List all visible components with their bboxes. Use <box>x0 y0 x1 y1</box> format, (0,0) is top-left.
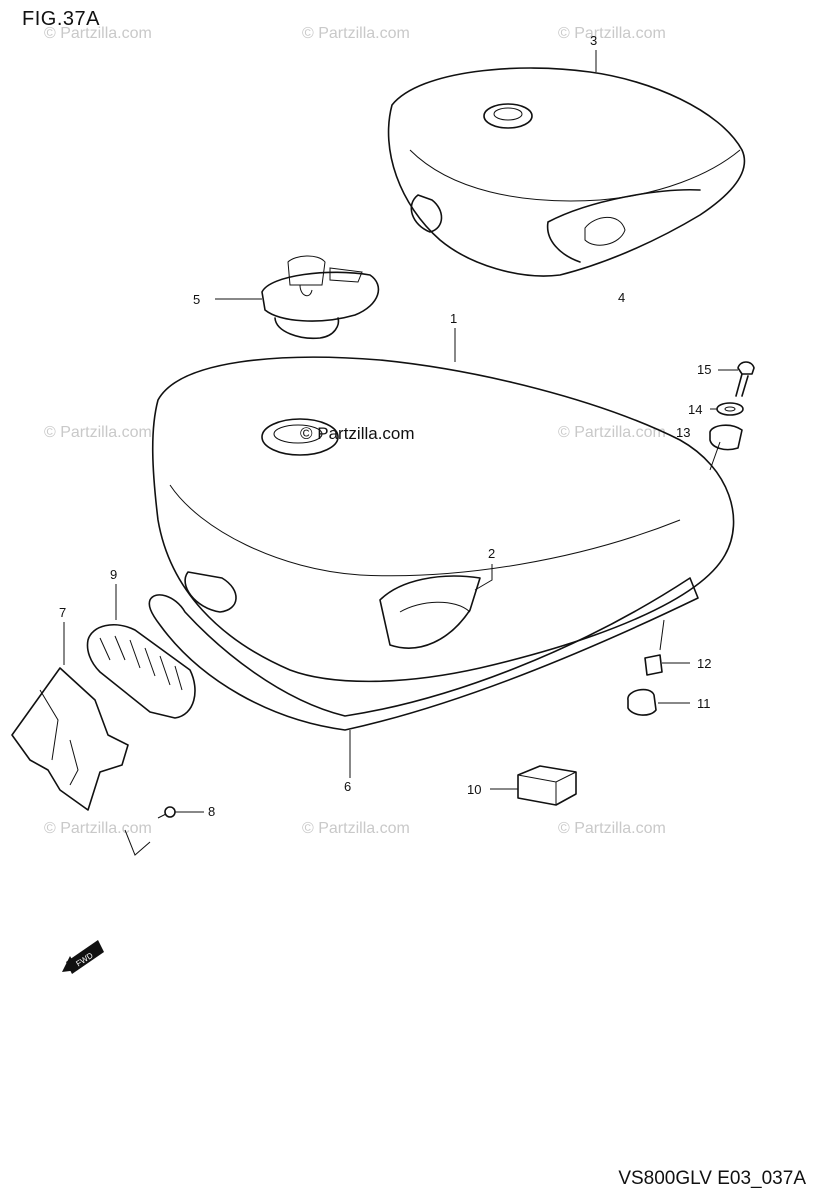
watermark: © Partzilla.com <box>44 25 152 42</box>
watermark: © Partzilla.com <box>44 424 152 441</box>
callout-6: 6 <box>344 779 352 794</box>
callout-1: 1 <box>450 311 458 326</box>
bolt <box>735 361 755 397</box>
washer <box>716 402 744 416</box>
watermark: © Partzilla.com <box>302 25 410 42</box>
figure-title: FIG.37A <box>22 8 100 30</box>
callout-7: 7 <box>59 605 67 620</box>
watermark: © Partzilla.com <box>558 820 666 837</box>
watermark: © Partzilla.com <box>558 25 666 42</box>
callout-4: 4 <box>618 290 626 305</box>
figure-code: VS800GLV E03_037A <box>618 1168 806 1189</box>
callout-2: 2 <box>488 546 496 561</box>
watermark: © Partzilla.com <box>302 820 410 837</box>
callout-9: 9 <box>110 567 118 582</box>
callout-10: 10 <box>467 782 482 797</box>
watermark-center: © Partzilla.com <box>300 424 415 443</box>
callout-12: 12 <box>697 656 712 671</box>
callout-3: 3 <box>590 33 598 48</box>
callout-15: 15 <box>697 362 712 377</box>
tank-cushion <box>148 577 699 731</box>
side-bracket <box>11 667 129 811</box>
mount-cushion <box>709 424 743 451</box>
fuel-tank-small <box>387 67 746 277</box>
leader-lines <box>63 50 738 856</box>
callout-5: 5 <box>193 292 201 307</box>
cushion-block <box>517 765 577 806</box>
screw <box>157 806 176 819</box>
callout-13: 13 <box>676 425 691 440</box>
callout-11: 11 <box>697 696 711 711</box>
collar <box>644 654 663 676</box>
watermark: © Partzilla.com <box>558 424 666 441</box>
grommet <box>627 688 657 716</box>
fwd-arrow-icon <box>62 940 104 974</box>
fuel-tank-main <box>151 356 735 683</box>
callout-8: 8 <box>208 804 216 819</box>
fuel-cap <box>261 255 380 340</box>
callout-14: 14 <box>688 402 703 417</box>
rubber-boot <box>86 624 196 719</box>
watermark: © Partzilla.com <box>44 820 152 837</box>
